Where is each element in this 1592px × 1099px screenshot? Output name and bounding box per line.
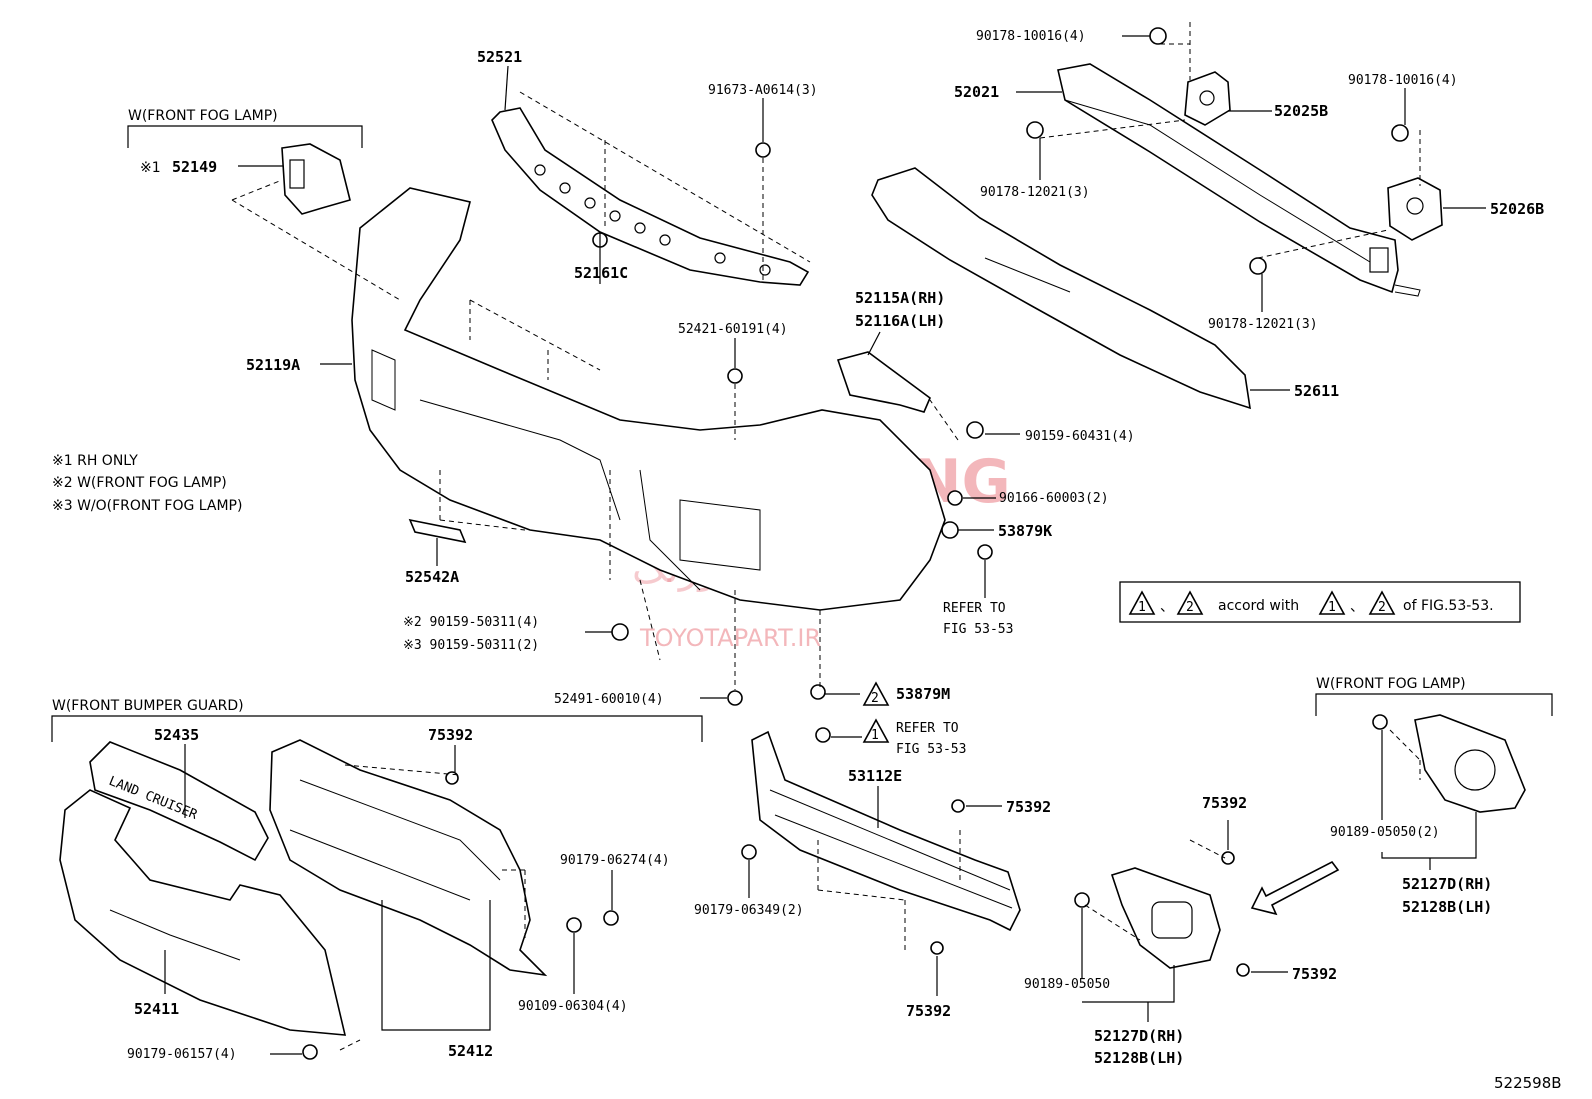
label-52149: 52149: [172, 158, 217, 176]
label-52116a: 52116A(LH): [855, 312, 945, 330]
triangle-markers: 2 1: [862, 681, 890, 743]
bracket-52026b-shape: [1387, 177, 1443, 241]
guard-52411-shape: [59, 789, 347, 1036]
label-90159-60431: 90159-60431(4): [1025, 429, 1135, 444]
group-brackets: [51, 125, 1553, 742]
ref-marker-2: 2: [1186, 600, 1194, 615]
label-52491-60010: 52491-60010(4): [554, 692, 664, 707]
ref-triangle-1-icon: [1128, 590, 1156, 615]
ref-marker-3: 1: [1328, 600, 1336, 615]
label-90179-06349: 90179-06349(2): [694, 903, 804, 918]
label-53879k: 53879K: [998, 522, 1052, 540]
ref-triangle-3-icon: [1318, 590, 1346, 615]
label-90178-12021-a: 90178-12021(3): [980, 185, 1090, 200]
label-90109-06304: 90109-06304(4): [518, 999, 628, 1014]
ref-sep-2: 、: [1350, 599, 1364, 615]
label-52119a: 52119A: [246, 356, 300, 374]
label-90178-12021-b: 90178-12021(3): [1208, 317, 1318, 332]
label-52026b: 52026B: [1490, 200, 1544, 218]
part-labels: 52521 91673-A0614(3) 90178-10016(4) 5202…: [52, 29, 1544, 1067]
triangle-2-icon: [862, 681, 890, 706]
note-1: ※1 RH ONLY: [52, 453, 138, 469]
fog-cover-right-shape: [1414, 714, 1526, 813]
label-refer-1-a: REFER TO: [943, 601, 1006, 616]
label-53112e: 53112E: [848, 767, 902, 785]
label-75392-e: 75392: [1292, 965, 1337, 983]
label-90178-10016-top: 90178-10016(4): [976, 29, 1086, 44]
triangle-2-num: 2: [871, 691, 879, 706]
label-52127d-b: 52127D(RH): [1402, 875, 1492, 893]
direction-arrow: [1250, 860, 1340, 916]
bracket-52025b-shape: [1184, 71, 1231, 126]
label-52127d-a: 52127D(RH): [1094, 1027, 1184, 1045]
label-refer-2-a: REFER TO: [896, 721, 959, 736]
label-75392-d: 75392: [906, 1002, 951, 1020]
triangle-1-icon: [862, 718, 890, 743]
label-75392-c: 75392: [1202, 794, 1247, 812]
reinforcement-52021-shape: [1057, 63, 1421, 297]
label-53879m: 53879M: [896, 685, 950, 703]
label-refer-2-b: FIG 53-53: [896, 742, 966, 757]
ref-text-end: of FIG.53-53.: [1403, 598, 1494, 614]
leader-lines: [164, 35, 1486, 1055]
label-52161c: 52161C: [574, 264, 628, 282]
figure-code: 522598B: [1494, 1074, 1562, 1092]
label-52421-60191: 52421-60191(4): [678, 322, 788, 337]
group-fog-lamp-top: W(FRONT FOG LAMP): [128, 108, 278, 124]
triangle-1-num: 1: [871, 728, 879, 743]
label-90179-06274: 90179-06274(4): [560, 853, 670, 868]
label-52611: 52611: [1294, 382, 1339, 400]
absorber-52611-shape: [871, 167, 1251, 410]
label-75392-a: 75392: [428, 726, 473, 744]
note-2: ※2 W(FRONT FOG LAMP): [52, 475, 227, 491]
ref-marker-4: 2: [1378, 600, 1386, 615]
label-refer-1-b: FIG 53-53: [943, 622, 1013, 637]
group-bumper-guard: W(FRONT BUMPER GUARD): [52, 698, 244, 714]
watermark-url: TOYOTAPART.IR: [639, 624, 821, 652]
legend-notes: ※1 RH ONLY ※2 W(FRONT FOG LAMP) ※3 W/O(F…: [52, 453, 242, 514]
label-75392-b: 75392: [1006, 798, 1051, 816]
label-52021: 52021: [954, 83, 999, 101]
note-3: ※3 W/O(FRONT FOG LAMP): [52, 498, 242, 514]
label-90189-05050-b: 90189-05050(2): [1330, 825, 1440, 840]
label-52025b: 52025B: [1274, 102, 1328, 120]
label-90159-50311-b: ※3 90159-50311(2): [403, 638, 539, 653]
ref-sep-1: 、: [1160, 599, 1174, 615]
label-90159-50311-a: ※2 90159-50311(4): [403, 615, 539, 630]
bracket-52149-shape: [281, 143, 351, 215]
ref-marker-1: 1: [1138, 600, 1146, 615]
fasteners: [302, 27, 1409, 1060]
label-90166-60003: 90166-60003(2): [999, 491, 1109, 506]
retainer-52115a-shape: [836, 351, 931, 413]
label-52411: 52411: [134, 1000, 179, 1018]
label-90189-05050-a: 90189-05050: [1024, 977, 1110, 992]
label-52128b-b: 52128B(LH): [1402, 898, 1492, 916]
group-fog-lamp-right: W(FRONT FOG LAMP): [1316, 676, 1466, 692]
label-52542a: 52542A: [405, 568, 459, 586]
plate-52542a-shape: [408, 518, 467, 544]
ref-triangle-4-icon: [1368, 590, 1396, 615]
label-90178-10016-right: 90178-10016(4): [1348, 73, 1458, 88]
grille-53112e-shape: [751, 730, 1021, 932]
assembly-lines: [231, 22, 1421, 1051]
label-52435: 52435: [154, 726, 199, 744]
reference-note-box: 1 、 2 accord with 1 、 2 of FIG.53-53.: [1119, 581, 1521, 623]
retainer-52521-shape: [491, 107, 810, 286]
fog-cover-center-shape: [1110, 867, 1221, 969]
label-52128b-a: 52128B(LH): [1094, 1049, 1184, 1067]
label-52412: 52412: [448, 1042, 493, 1060]
label-91673-a0614: 91673-A0614(3): [708, 83, 818, 98]
ref-text-mid: accord with: [1218, 598, 1299, 614]
bracket-52412-shape: [269, 739, 548, 977]
label-52115a: 52115A(RH): [855, 289, 945, 307]
label-52149-mark: ※1: [140, 160, 161, 176]
ref-triangle-2-icon: [1176, 590, 1204, 615]
label-52521: 52521: [477, 48, 522, 66]
label-90179-06157: 90179-06157(4): [127, 1047, 237, 1062]
